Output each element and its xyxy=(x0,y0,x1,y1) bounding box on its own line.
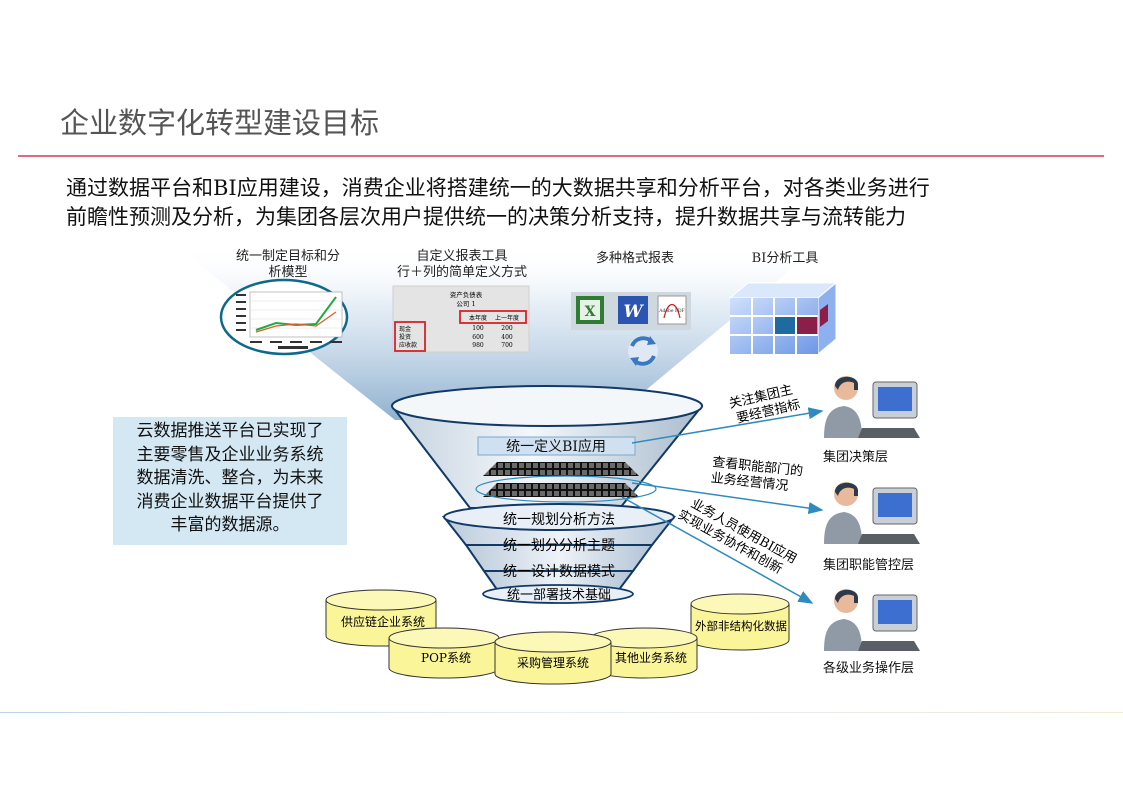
report-cell: 100 xyxy=(472,325,484,332)
intro-line-2: 前瞻性预测及分析，为集团各层次用户提供统一的决策分析支持，提升数据共享与流转能力 xyxy=(66,205,906,229)
data-grid-plate xyxy=(483,462,639,476)
user-at-computer-icon xyxy=(824,482,920,544)
user-group-label: 集团职能管控层 xyxy=(823,558,915,573)
report-thumbnail: 资产负债表 公司 1 本年度 上一年度 现金 投资 应收款 100 200 60… xyxy=(392,285,530,353)
source-label: 供应链企业系统 xyxy=(341,614,425,629)
report-title: 资产负债表 xyxy=(450,290,483,299)
word-icon: W xyxy=(618,296,648,324)
report-col-1: 本年度 xyxy=(469,314,487,322)
report-cell: 980 xyxy=(472,342,484,349)
title-divider xyxy=(18,155,1104,157)
source-label: 外部非结构化数据 xyxy=(695,619,787,633)
file-format-icons: X W Adobe PDF xyxy=(571,292,691,366)
user-at-computer-icon xyxy=(824,589,920,651)
svg-text:X: X xyxy=(585,304,596,320)
model-chart-icon xyxy=(219,278,349,356)
funnel-top-label: 统一定义BI应用 xyxy=(506,438,606,455)
arrow-to-management-layer xyxy=(631,482,824,515)
arrow-label-2: 查看职能部门的 业务经营情况 xyxy=(710,454,804,494)
source-label: 其他业务系统 xyxy=(615,650,687,665)
report-cell: 400 xyxy=(501,334,513,341)
cloud-platform-note: 云数据推送平台已实现了 主要零售及企业业务系统 数据清洗、整合，为未来 消费企业… xyxy=(113,417,347,545)
user-at-computer-icon xyxy=(824,376,920,438)
feature-caption-4: BI分析工具 xyxy=(751,251,819,266)
svg-text:W: W xyxy=(623,302,644,322)
funnel-layer-label: 统一设计数据模式 xyxy=(503,564,615,580)
report-cell: 600 xyxy=(472,334,484,341)
funnel-layer-label: 统一部署技术基础 xyxy=(507,588,611,603)
report-company: 公司 1 xyxy=(456,300,475,308)
source-label: POP系统 xyxy=(421,651,471,665)
feature-caption-1: 统一制定目标和分 析模型 xyxy=(235,249,340,280)
funnel-layer-label: 统一规划分析方法 xyxy=(503,512,615,528)
report-cell: 700 xyxy=(501,342,513,349)
report-col-2: 上一年度 xyxy=(495,314,519,322)
arrow-to-decision-layer xyxy=(631,407,824,444)
excel-icon: X xyxy=(576,296,604,324)
data-grid-plate xyxy=(483,483,639,497)
bi-funnel: 统一定义BI应用 统一规划分析方法 统一划分分析主题 统一设计数据模式 统一部署… xyxy=(390,385,704,604)
intro-line-1: 通过数据平台和BI应用建设，消费企业将搭建统一的大数据共享和分析平台，对各类业务… xyxy=(66,176,930,200)
source-cylinder: 采购管理系统 xyxy=(494,631,612,685)
user-group-label: 集团决策层 xyxy=(823,450,889,465)
report-cell: 200 xyxy=(501,325,513,332)
funnel-layer-label: 统一划分分析主题 xyxy=(503,538,615,554)
arrow-to-operation-layer xyxy=(621,496,814,604)
report-row-label: 投资 xyxy=(399,333,411,341)
source-label: 采购管理系统 xyxy=(517,655,589,670)
source-cylinder: 供应链企业系统 xyxy=(325,589,437,647)
user-group-label: 各级业务操作层 xyxy=(823,661,915,676)
page-title: 企业数字化转型建设目标 xyxy=(60,106,380,140)
refresh-icon xyxy=(628,336,658,366)
report-row-label: 现金 xyxy=(399,325,411,333)
funnel-base xyxy=(482,584,634,604)
feature-caption-3: 多种格式报表 xyxy=(595,251,674,266)
footer-divider xyxy=(0,712,1123,713)
pdf-icon: Adobe PDF xyxy=(657,295,687,325)
source-cylinder: POP系统 xyxy=(388,627,500,679)
intro-text: 通过数据平台和BI应用建设，消费企业将搭建统一的大数据共享和分析平台，对各类业务… xyxy=(66,174,1066,232)
svg-text:Adobe PDF: Adobe PDF xyxy=(658,308,685,314)
source-cylinder: 外部非结构化数据 xyxy=(690,593,790,651)
feature-caption-2: 自定义报表工具 行＋列的简单定义方式 xyxy=(396,249,527,280)
source-cylinder: 其他业务系统 xyxy=(590,627,698,679)
arrow-label-1: 关注集团主 要经营指标 xyxy=(727,382,801,427)
report-row-label: 应收款 xyxy=(399,341,417,349)
bi-cube-icon xyxy=(728,281,838,356)
bi-app-band xyxy=(477,436,636,456)
